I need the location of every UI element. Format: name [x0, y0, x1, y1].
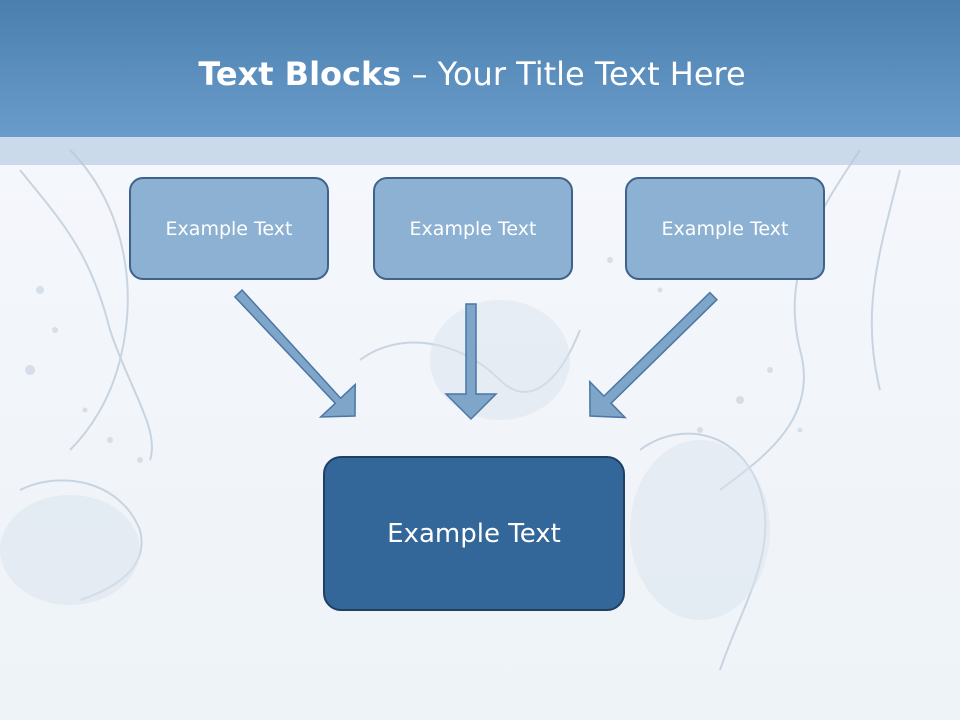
text-block-main: Example Text [323, 456, 625, 611]
text-block-right: Example Text [625, 177, 825, 280]
text-block-left: Example Text [129, 177, 329, 280]
text-block-center: Example Text [373, 177, 573, 280]
title-rest-text: – Your Title Text Here [401, 55, 746, 93]
page-title: Text Blocks – Your Title Text Here [0, 55, 944, 93]
text-block-main-label: Example Text [387, 518, 561, 549]
title-bold-text: Text Blocks [198, 55, 402, 93]
arrow-center-down [444, 303, 498, 421]
text-block-center-label: Example Text [409, 217, 537, 240]
arrow-right-diagonal [589, 291, 718, 419]
title-bar-band [0, 137, 960, 165]
water-splash-background [0, 149, 901, 671]
title-bar [0, 0, 960, 137]
arrow-left-diagonal [233, 289, 356, 418]
text-block-right-label: Example Text [661, 217, 789, 240]
text-block-left-label: Example Text [165, 217, 293, 240]
